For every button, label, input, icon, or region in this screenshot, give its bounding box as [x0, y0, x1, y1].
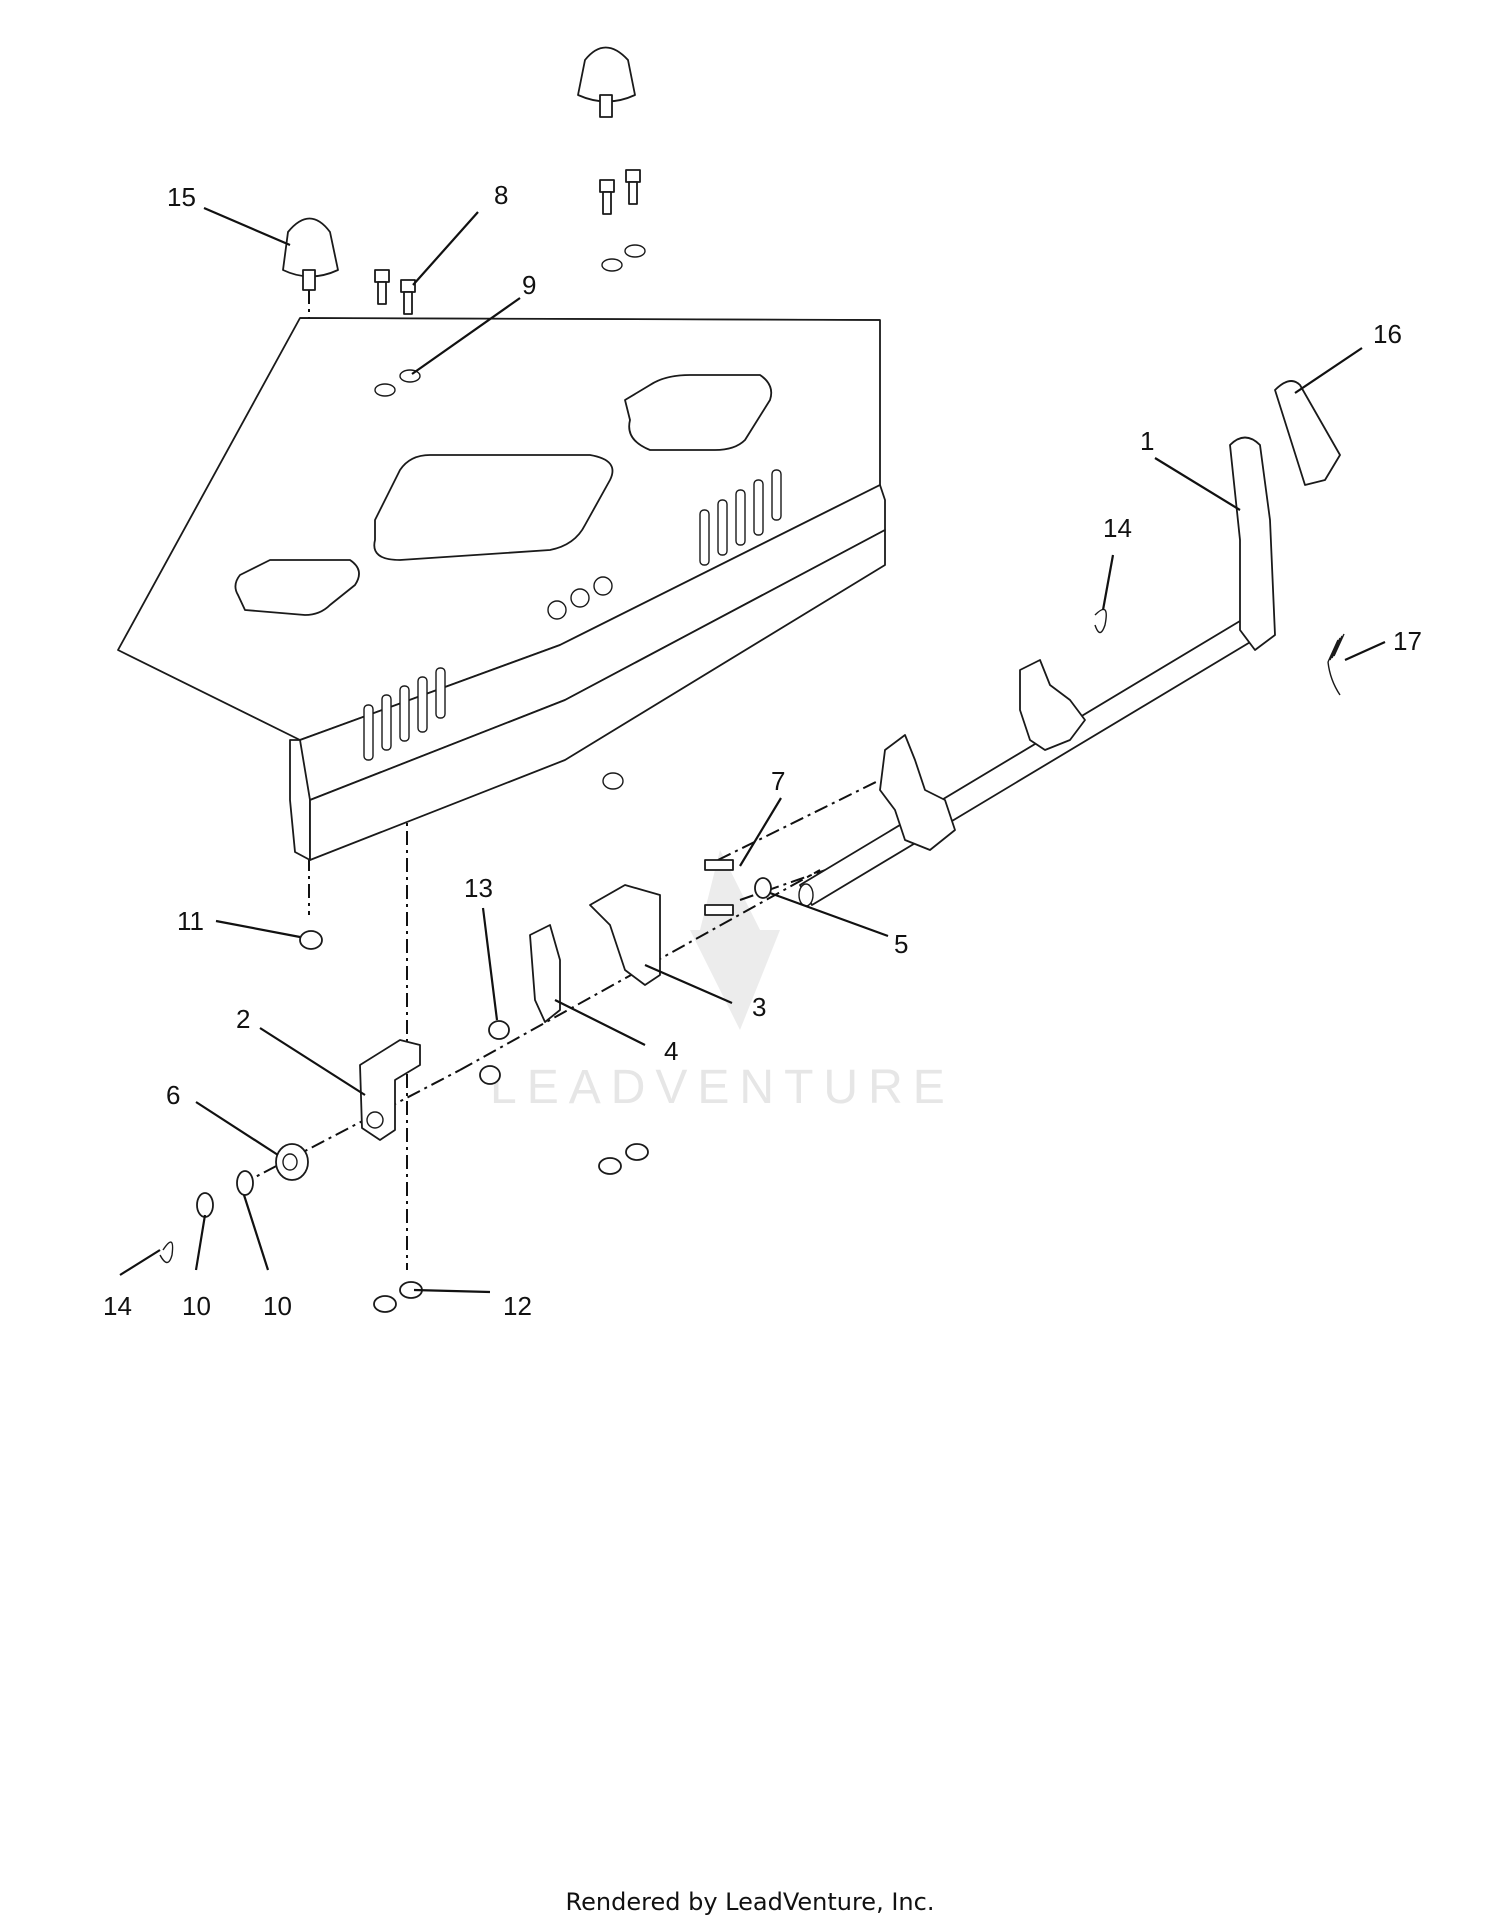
- callouts: 1 2 3 4 5 6 7 8 9 10 10 11 12 13 14 14 1…: [103, 180, 1422, 1321]
- callout-8: 8: [494, 180, 508, 210]
- callout-6: 6: [166, 1080, 180, 1110]
- callout-4: 4: [664, 1036, 678, 1066]
- leader-lines: [119, 206, 1386, 1294]
- plate: [529, 924, 561, 1023]
- callout-11: 11: [177, 906, 204, 936]
- washer-a: [196, 1192, 214, 1218]
- pedal-pad: [1274, 380, 1341, 486]
- bumper-right: [577, 46, 636, 118]
- callout-12: 12: [503, 1291, 532, 1321]
- frame-slots: [363, 469, 782, 761]
- pivot-hardware: [479, 859, 772, 1085]
- nuts: [299, 930, 649, 1313]
- pedal-shaft: [798, 436, 1276, 907]
- spring: [1327, 633, 1345, 696]
- callout-14-lower: 14: [103, 1291, 132, 1321]
- washer-b: [236, 1170, 254, 1196]
- callout-5: 5: [894, 929, 908, 959]
- callout-17: 17: [1393, 626, 1422, 656]
- footer-credit: Rendered by LeadVenture, Inc.: [565, 1888, 935, 1916]
- callout-10-right: 10: [263, 1291, 292, 1321]
- callout-10-left: 10: [182, 1291, 211, 1321]
- bracket-right: [589, 884, 661, 986]
- watermark-text: LEADVENTURE: [490, 1061, 955, 1114]
- callout-15: 15: [167, 182, 196, 212]
- callout-9: 9: [522, 270, 536, 300]
- watermark: LEADVENTURE: [490, 850, 955, 1114]
- callout-16: 16: [1373, 319, 1402, 349]
- hair-clip-lower: [159, 1241, 174, 1264]
- callout-13: 13: [464, 873, 493, 903]
- frame-plate: [117, 317, 886, 861]
- callout-14-upper: 14: [1103, 513, 1132, 543]
- callout-7: 7: [771, 766, 785, 796]
- bumper-left: [282, 217, 339, 291]
- callout-1: 1: [1140, 426, 1154, 456]
- callout-2: 2: [236, 1004, 250, 1034]
- watermark-logo: [690, 850, 780, 1030]
- bolts-and-washers: [374, 169, 646, 790]
- hair-clip-upper: [1094, 608, 1107, 634]
- bushing: [275, 1143, 309, 1181]
- callout-3: 3: [752, 992, 766, 1022]
